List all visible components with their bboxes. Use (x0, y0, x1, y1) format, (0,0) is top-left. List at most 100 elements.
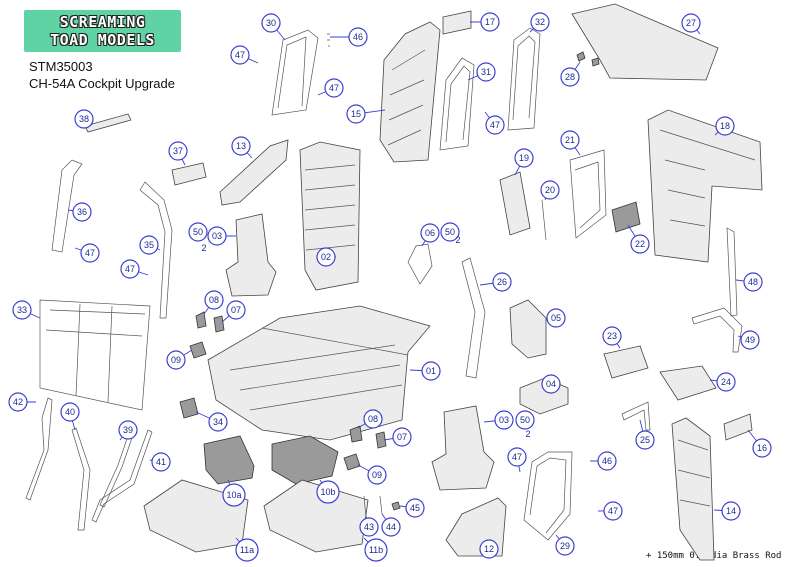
callout-14: 14 (713, 501, 741, 521)
callout-circle-34 (208, 412, 228, 432)
callout-label-27: 27 (686, 18, 696, 28)
callout-circle-40 (60, 402, 80, 422)
callout-label-47d: 47 (85, 248, 95, 258)
callout-label-26: 26 (497, 277, 507, 287)
callout-label-31: 31 (481, 67, 491, 77)
callout-50b: 50 (440, 222, 460, 242)
callout-circle-50b (440, 222, 460, 242)
callout-label-07a: 07 (231, 305, 241, 315)
callout-label-08a: 08 (209, 295, 219, 305)
callout-circle-11a (235, 538, 259, 562)
callout-circle-50a (188, 222, 208, 242)
callout-26: 26 (479, 272, 512, 292)
callout-10b: 10b (316, 479, 340, 504)
callout-48: 48 (735, 272, 763, 292)
part-20-rod (541, 199, 547, 241)
callout-circle-42 (8, 392, 28, 412)
callout-circle-49 (740, 330, 760, 350)
callout-label-35: 35 (144, 240, 154, 250)
callout-circle-10a (222, 483, 246, 507)
part-05-box (509, 299, 547, 359)
callout-circle-19 (514, 148, 534, 168)
callout-circle-03a (207, 226, 227, 246)
kit-code: STM35003 (29, 59, 93, 74)
callout-46b: 46 (590, 451, 617, 471)
callout-label-12: 12 (484, 544, 494, 554)
callout-35: 35 (139, 235, 161, 255)
part-41-rod (91, 429, 153, 523)
part-37-panel (171, 162, 207, 186)
callout-50c: 50 (515, 410, 535, 430)
callout-circle-33 (12, 300, 32, 320)
callout-47f: 47 (507, 447, 527, 473)
part-10b-block (271, 435, 339, 485)
callout-08b: 08 (357, 409, 383, 429)
callout-circle-10b (316, 480, 340, 504)
callout-47a: 47 (230, 45, 259, 65)
callout-circle-50c (515, 410, 535, 430)
quantity-q50c: 2 (525, 429, 530, 439)
callout-label-03a: 03 (212, 231, 222, 241)
part-06-seat-belt (407, 243, 433, 285)
callout-circle-08a (204, 290, 224, 310)
part-14-panel (671, 417, 715, 561)
callout-label-16: 16 (757, 443, 767, 453)
callout-circle-47c (485, 115, 505, 135)
brand-line-2: TOAD MODELS (50, 31, 155, 49)
callout-label-03b: 03 (499, 415, 509, 425)
callout-circle-16 (752, 438, 772, 458)
callout-circle-29 (555, 536, 575, 556)
callout-circle-47a (230, 45, 250, 65)
callout-label-41: 41 (156, 457, 166, 467)
callout-label-17: 17 (485, 17, 495, 27)
callout-label-10b: 10b (320, 487, 335, 497)
callout-circle-39 (118, 420, 138, 440)
callout-23: 23 (602, 326, 622, 349)
callout-label-06: 06 (425, 228, 435, 238)
callout-label-44: 44 (386, 522, 396, 532)
callout-09a: 09 (166, 349, 193, 370)
callout-12: 12 (479, 539, 499, 559)
callout-label-47c: 47 (490, 120, 500, 130)
callout-11b: 11b (363, 537, 388, 562)
callout-03a: 03 (207, 226, 236, 246)
callout-11a: 11a (235, 537, 259, 562)
callout-circle-38 (74, 109, 94, 129)
callout-label-22: 22 (635, 239, 645, 249)
callout-08a: 08 (203, 290, 224, 315)
callout-label-28: 28 (565, 72, 575, 82)
callout-07b: 07 (383, 427, 412, 447)
callout-circle-46a (348, 27, 368, 47)
callout-circle-48 (743, 272, 763, 292)
callout-circle-41 (151, 452, 171, 472)
callout-label-25: 25 (640, 435, 650, 445)
part-43-44-rods (363, 495, 383, 519)
part-48-rod (726, 227, 738, 317)
callout-label-05: 05 (551, 313, 561, 323)
callout-15: 15 (346, 104, 386, 124)
callout-circle-07b (392, 427, 412, 447)
callout-33: 33 (12, 300, 41, 320)
callout-label-33: 33 (17, 305, 27, 315)
part-26-strut (461, 257, 486, 379)
callout-circle-07a (226, 300, 246, 320)
callout-label-30: 30 (266, 18, 276, 28)
part-03-seat-upper (225, 213, 277, 297)
part-32-door (507, 27, 541, 131)
part-45-clip (391, 501, 401, 511)
callout-label-07b: 07 (397, 432, 407, 442)
part-36-pillar (51, 159, 83, 253)
part-29-door (523, 451, 573, 541)
callout-28: 28 (560, 61, 581, 87)
part-49-curved-bar (691, 307, 743, 353)
callout-circle-44 (381, 517, 401, 537)
callout-03b: 03 (483, 410, 514, 430)
callout-circle-02 (316, 247, 336, 267)
part-24-tray (659, 365, 717, 401)
part-07-latch-lower (375, 431, 387, 449)
callout-22: 22 (627, 224, 650, 254)
callout-label-02: 02 (321, 252, 331, 262)
callout-circle-09a (166, 350, 186, 370)
callout-label-24: 24 (721, 377, 731, 387)
